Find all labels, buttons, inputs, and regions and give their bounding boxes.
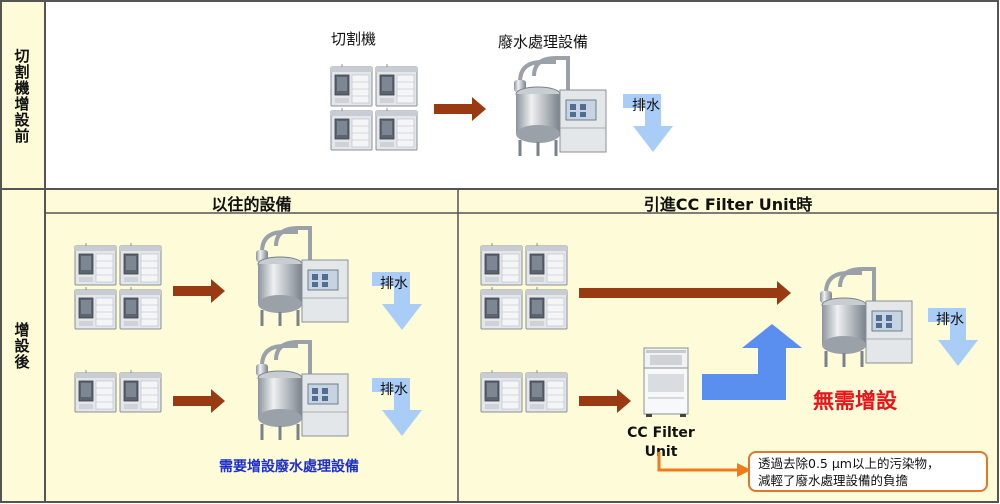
wastewater-tank-icon	[806, 267, 916, 375]
left-panel-title: 以往的設備	[211, 195, 292, 214]
callout-box: 透過去除0.5 µm以上的污染物， 減輕了廢水處理設備的負擔	[748, 451, 988, 492]
cutting-machine-icon	[74, 243, 117, 290]
callout-line2: 減輕了廢水處理設備的負擔	[758, 473, 909, 488]
right-panel-title: 引進CC Filter Unit時	[643, 195, 813, 214]
filtered-flow-arrow	[702, 324, 802, 400]
cutting-machine-icon	[330, 64, 373, 111]
treatment-label: 廢水處理設備	[498, 33, 589, 51]
cutting-machine-icon	[525, 370, 568, 417]
cutting-machine-icon	[119, 287, 162, 334]
drain-arrow-icon	[370, 270, 434, 336]
label-cell-before	[1, 1, 45, 189]
cc-filter-unit-label-line2: Unit	[644, 444, 678, 460]
callout-line1: 透過去除0.5 µm以上的污染物，	[758, 456, 940, 471]
callout-pointer	[657, 452, 751, 477]
drain-arrow-icon	[926, 306, 990, 372]
row-label-char: 增	[14, 321, 30, 339]
drain-arrow-icon	[621, 92, 685, 158]
drain-label-right: 排水	[936, 312, 964, 328]
cutting-machine-icon	[74, 287, 117, 334]
row-label-char: 切	[14, 47, 30, 65]
machine-flow-arrow	[579, 388, 631, 418]
no-need-label: 無需增設	[813, 389, 897, 413]
row-label-char: 前	[14, 127, 30, 145]
machine-flow-arrow	[434, 96, 486, 126]
machine-flow-arrow	[173, 278, 225, 308]
drain-label-1: 排水	[380, 276, 408, 292]
cutting-machine-icon	[74, 370, 117, 417]
wastewater-tank-icon	[242, 226, 352, 334]
row-label-after: 增設後	[11, 322, 33, 370]
note-need-treatment: 需要增設廢水處理設備	[219, 459, 359, 475]
cutter-label: 切割機	[331, 30, 377, 48]
cc-filter-unit-icon	[640, 346, 692, 422]
cutting-machine-icon	[525, 243, 568, 290]
cc-filter-unit-label-line1: CC Filter	[627, 425, 695, 441]
cutting-machine-icon	[525, 287, 568, 334]
cutting-machine-icon	[119, 243, 162, 290]
cutting-machine-icon	[480, 243, 523, 290]
cc-filter-unit-label: CC Filter Unit	[606, 424, 716, 462]
cutting-machine-icon	[375, 108, 418, 155]
drain-label-2: 排水	[380, 382, 408, 398]
row-label-before: 切割機增設前	[11, 48, 33, 144]
row-label-char: 設	[14, 337, 30, 355]
row-label-char: 設	[14, 111, 30, 129]
row-label-char: 割	[14, 63, 30, 81]
row-label-char: 後	[14, 353, 30, 371]
drain-arrow-icon	[370, 376, 434, 442]
drain-label: 排水	[632, 98, 660, 114]
cutting-machine-icon	[330, 108, 373, 155]
label-cell-after	[1, 189, 45, 503]
cutting-machine-icon	[480, 370, 523, 417]
row-label-char: 機	[14, 79, 30, 97]
cutting-machine-icon	[375, 64, 418, 111]
cutting-machine-icon	[119, 370, 162, 417]
row-label-char: 增	[14, 95, 30, 113]
cutting-machine-icon	[480, 287, 523, 334]
machine-flow-arrow	[173, 388, 225, 418]
wastewater-tank-icon	[242, 340, 352, 448]
machine-flow-arrow-long	[579, 280, 791, 310]
wastewater-tank-icon	[500, 56, 610, 164]
